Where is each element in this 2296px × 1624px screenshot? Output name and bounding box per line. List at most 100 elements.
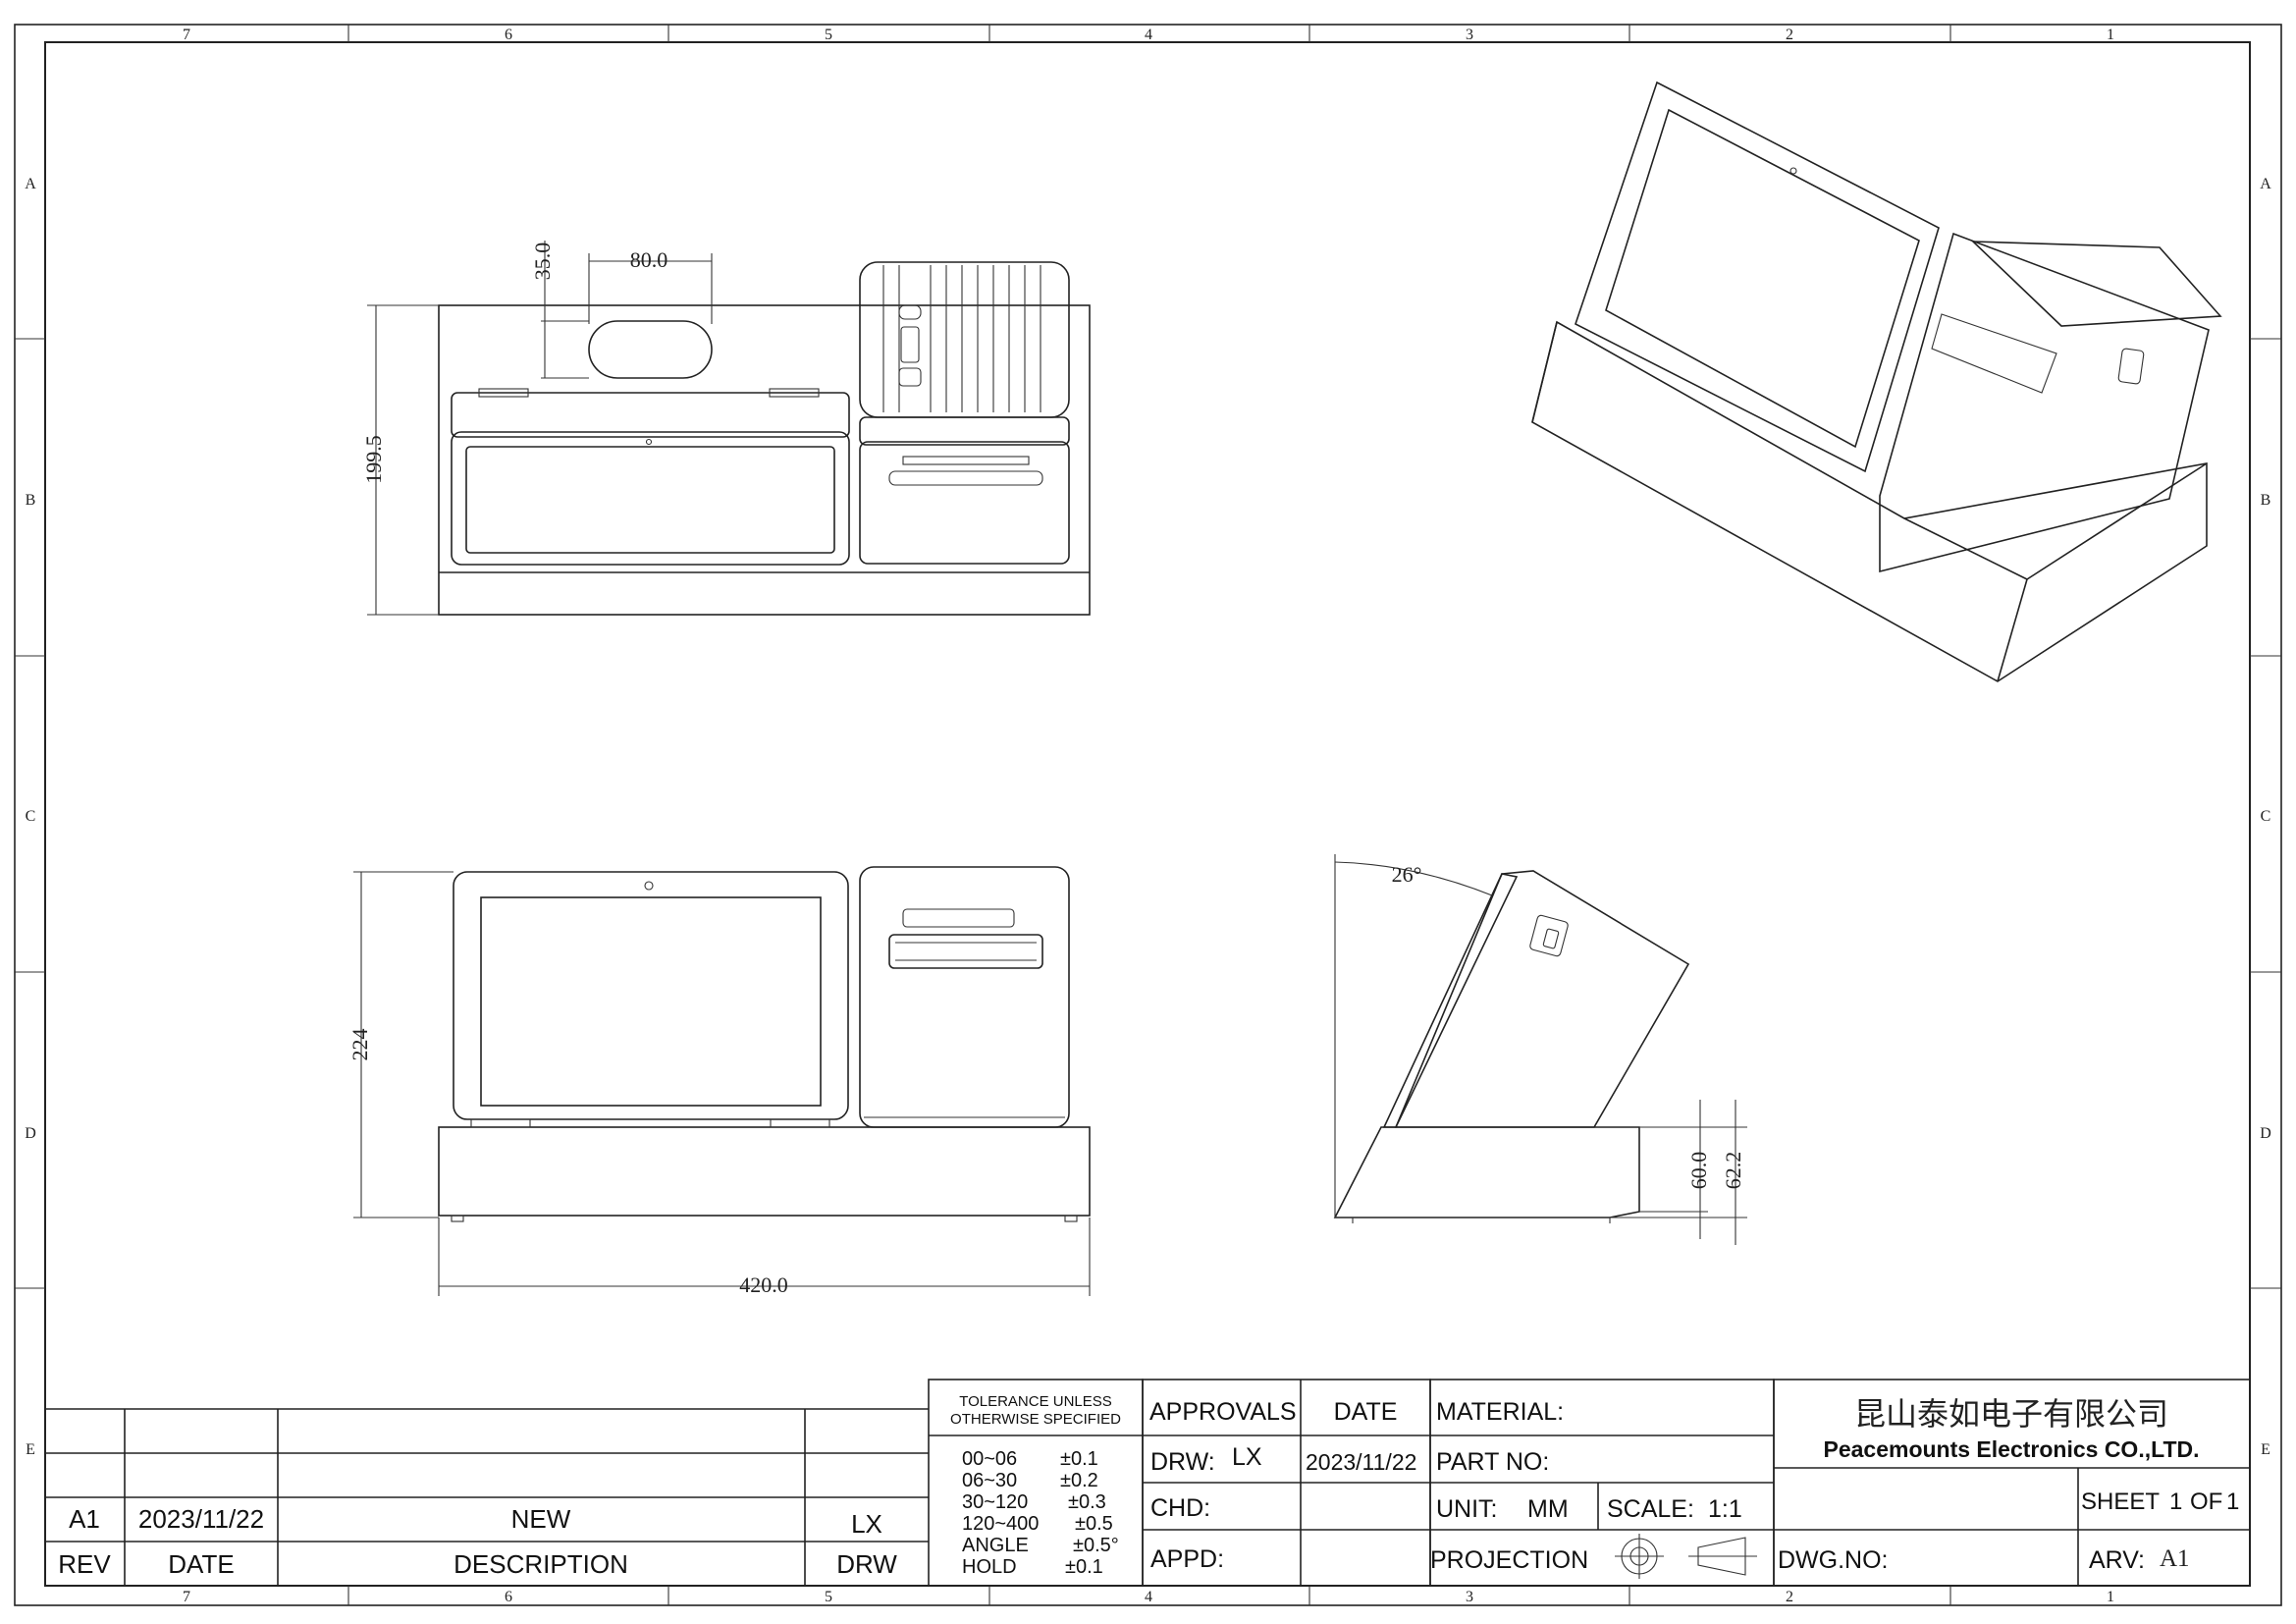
tol-range-1: 00~06 — [962, 1448, 1017, 1470]
col-label-3-bottom: 3 — [1466, 1589, 1473, 1605]
row-label-a-right: A — [2260, 176, 2271, 192]
iso-tablet — [1575, 81, 1940, 473]
tol-range-6: HOLD — [962, 1556, 1017, 1578]
rev-drw-value: LX — [851, 1509, 882, 1539]
col-label-7-bottom: 7 — [183, 1589, 190, 1605]
dim-depth: 199.5 — [361, 435, 386, 484]
part-no-label: PART NO: — [1436, 1448, 1549, 1476]
iso-tablet-screen — [1605, 108, 1920, 449]
tolerance-title-1: TOLERANCE UNLESS — [959, 1393, 1112, 1410]
dim-angle: 26° — [1392, 862, 1422, 887]
dim-height: 224 — [347, 1029, 372, 1061]
projection-symbol-icon — [1615, 1534, 1757, 1579]
approvals-header: APPROVALS — [1149, 1398, 1297, 1426]
tablet-front — [453, 871, 849, 1120]
isometric-view — [1531, 81, 2222, 682]
unit-value: MM — [1527, 1495, 1569, 1523]
tablet-screen — [480, 896, 822, 1107]
iso-base — [1531, 320, 2208, 682]
drawing-frame: 7 6 5 4 3 2 1 7 6 5 4 3 2 1 A B C D E A … — [14, 24, 2282, 1606]
unit-label: UNIT: — [1436, 1495, 1498, 1523]
col-label-4-bottom: 4 — [1145, 1589, 1152, 1605]
arv-label: ARV: — [2089, 1546, 2145, 1574]
tol-range-3: 30~120 — [962, 1491, 1028, 1513]
row-label-b-right: B — [2261, 492, 2271, 509]
side-printer — [1394, 870, 1690, 1128]
tol-range-4: 120~400 — [962, 1513, 1039, 1535]
cable-slot — [588, 320, 713, 379]
col-label-3: 3 — [1466, 27, 1473, 43]
tol-value-2: ±0.2 — [1060, 1470, 1098, 1491]
printer-front — [859, 866, 1070, 1128]
dimension-lines — [353, 241, 1747, 1296]
front-view — [438, 866, 1091, 1222]
date-header: DATE — [168, 1549, 234, 1579]
arv-value: A1 — [2160, 1545, 2190, 1572]
sheet-label: SHEET — [2081, 1489, 2160, 1515]
approvals-date-header: DATE — [1334, 1398, 1398, 1426]
col-label-1-bottom: 1 — [2107, 1589, 2114, 1605]
sheet-of: OF — [2190, 1489, 2222, 1515]
company-block — [1773, 1379, 2251, 1587]
drw-date: 2023/11/22 — [1306, 1449, 1416, 1475]
row-label-b: B — [26, 492, 36, 509]
description-header: DESCRIPTION — [454, 1549, 628, 1579]
iso-printer — [1879, 232, 2210, 573]
col-label-6-bottom: 6 — [505, 1589, 512, 1605]
dim-base-total: 62.2 — [1721, 1152, 1745, 1190]
drw-label: DRW: — [1150, 1448, 1215, 1476]
rev-date-value: 2023/11/22 — [138, 1504, 264, 1534]
tol-value-6: ±0.1 — [1065, 1556, 1103, 1578]
rev-header: REV — [58, 1549, 111, 1579]
row-label-a: A — [25, 176, 36, 192]
row-label-c: C — [26, 808, 36, 825]
appd-label: APPD: — [1150, 1545, 1224, 1573]
front-view-base — [438, 1126, 1091, 1217]
row-label-c-right: C — [2261, 808, 2271, 825]
drw-header: DRW — [836, 1549, 897, 1579]
tol-value-4: ±0.5 — [1075, 1513, 1113, 1535]
dim-slot-height: 35.0 — [530, 243, 555, 281]
revision-table — [45, 1408, 929, 1586]
tol-value-5: ±0.5° — [1073, 1535, 1119, 1556]
chd-label: CHD: — [1150, 1494, 1210, 1522]
sheet-total: 1 — [2226, 1489, 2239, 1515]
col-label-7: 7 — [183, 27, 190, 43]
tablet-camera — [644, 881, 654, 891]
dim-width: 420.0 — [739, 1272, 788, 1297]
material-label: MATERIAL: — [1436, 1398, 1564, 1426]
tol-range-5: ANGLE — [962, 1535, 1029, 1556]
drw-value: LX — [1232, 1443, 1262, 1471]
company-name-cn: 昆山泰如电子有限公司 — [1854, 1396, 2168, 1432]
dim-base-height: 60.0 — [1686, 1152, 1711, 1190]
tol-value-3: ±0.3 — [1068, 1491, 1106, 1513]
row-label-d-right: D — [2260, 1125, 2271, 1142]
projection-label: PROJECTION — [1430, 1546, 1588, 1574]
col-label-2-bottom: 2 — [1786, 1589, 1793, 1605]
rev-description-value: NEW — [511, 1504, 571, 1534]
side-base — [1333, 1126, 1640, 1218]
dwg-no-label: DWG.NO: — [1778, 1546, 1889, 1574]
dim-slot-width: 80.0 — [630, 247, 668, 272]
col-label-5: 5 — [825, 27, 832, 43]
col-label-6: 6 — [505, 27, 512, 43]
top-view-base-outline — [438, 304, 1091, 616]
tol-value-1: ±0.1 — [1060, 1448, 1098, 1470]
rev-value: A1 — [69, 1504, 100, 1534]
scale-label: SCALE: — [1607, 1495, 1694, 1523]
paper-window — [902, 908, 1015, 928]
paper-outlet — [888, 934, 1043, 969]
col-label-4: 4 — [1145, 27, 1152, 43]
side-view — [1333, 870, 1690, 1223]
scale-value: 1:1 — [1708, 1495, 1742, 1523]
top-view — [438, 261, 1091, 616]
sheet-number: 1 — [2169, 1489, 2182, 1515]
col-label-5-bottom: 5 — [825, 1589, 832, 1605]
col-label-1: 1 — [2107, 27, 2114, 43]
row-label-e-right: E — [2261, 1441, 2270, 1458]
tolerance-title-2: OTHERWISE SPECIFIED — [950, 1411, 1121, 1428]
company-name-en: Peacemounts Electronics CO.,LTD. — [1823, 1436, 2199, 1462]
tol-range-2: 06~30 — [962, 1470, 1017, 1491]
col-label-2: 2 — [1786, 27, 1793, 43]
